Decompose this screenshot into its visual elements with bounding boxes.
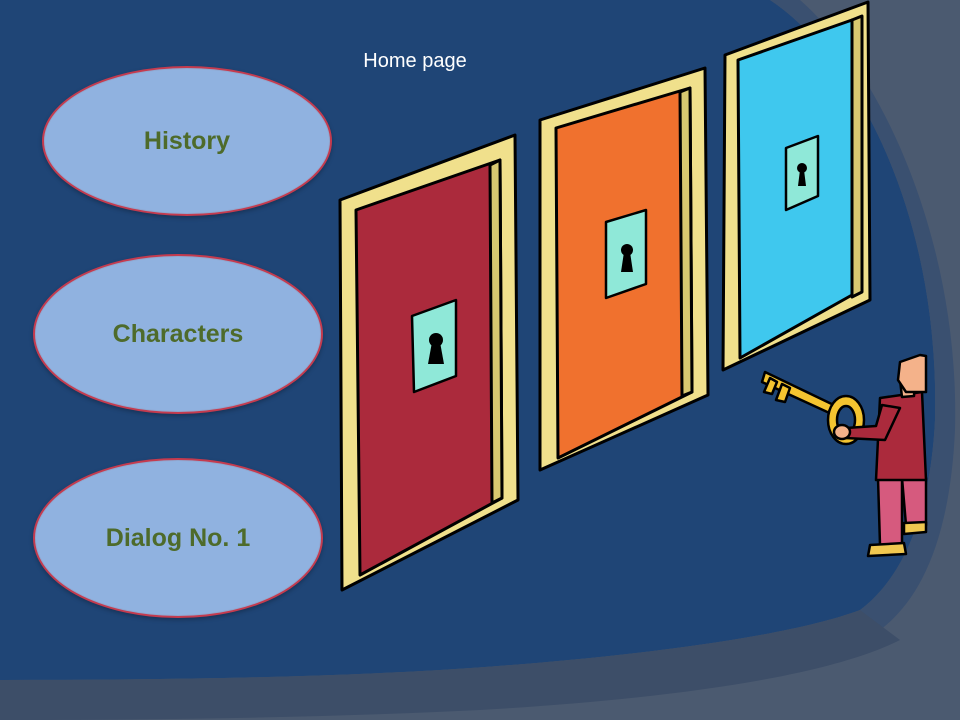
characters-button[interactable]: Characters (33, 254, 323, 414)
page-title: Home page (363, 50, 467, 72)
history-button[interactable]: History (42, 66, 332, 216)
dialog-1-button[interactable]: Dialog No. 1 (33, 458, 323, 618)
history-button-label: History (143, 126, 231, 155)
dialog-1-button-label: Dialog No. 1 (105, 523, 251, 552)
characters-button-label: Characters (112, 319, 244, 348)
